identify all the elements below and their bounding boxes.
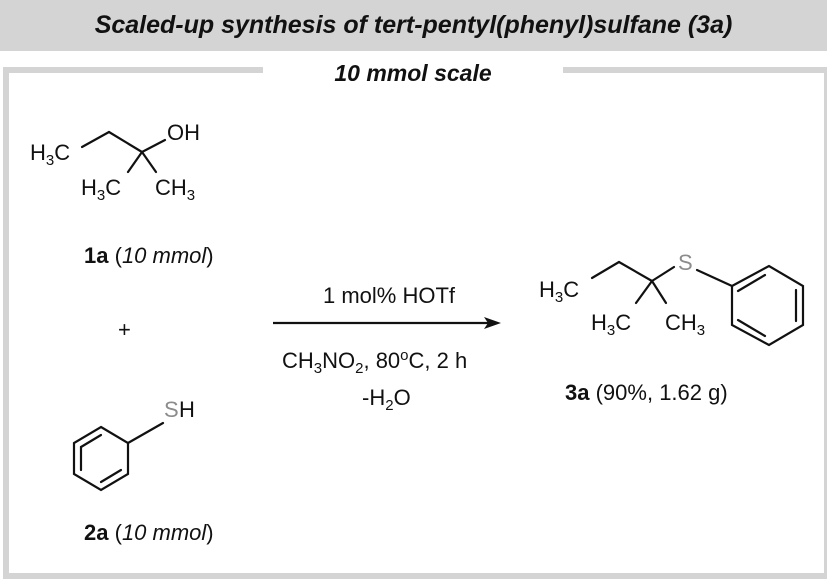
bond	[79, 433, 103, 449]
bond	[650, 265, 676, 283]
byproduct-label: -H2O	[362, 385, 411, 414]
arrow-head	[484, 317, 501, 329]
bond	[695, 268, 734, 288]
solvent-temp-time-label: CH3NO2, 80oC, 2 h	[282, 347, 467, 377]
bond	[617, 260, 654, 283]
compound-3a-label: 3a (90%, 1.62 g)	[565, 380, 728, 405]
benzene-ring	[730, 264, 805, 347]
bond	[650, 279, 668, 305]
methyl-label-h3c: H3C	[539, 277, 579, 306]
compound-2a-label: 2a (10 mmol)	[84, 520, 214, 545]
methyl-label-ch3: CH3	[155, 175, 195, 204]
methyl-label-h3c: H3C	[30, 140, 70, 169]
bond	[140, 138, 167, 154]
sulfur-label: S	[164, 397, 179, 422]
bond	[736, 318, 767, 338]
bond	[80, 130, 111, 149]
hydroxyl-label: OH	[167, 120, 200, 145]
reactant-1a-structure: OH H3C H3C CH3	[30, 120, 200, 204]
methyl-label-h3c-2: H3C	[81, 175, 121, 204]
catalyst-label: 1 mol% HOTf	[323, 283, 456, 308]
reactant-2a-structure: S H	[72, 397, 195, 492]
sulfur-label: S	[678, 250, 693, 275]
methyl-label-h3c-2: H3C	[591, 310, 631, 339]
bond	[126, 421, 165, 445]
bond	[107, 130, 144, 154]
compound-1a-label: 1a (10 mmol)	[84, 243, 214, 268]
product-3a-structure: S H3C H3C CH3	[539, 250, 805, 347]
bond	[590, 260, 621, 280]
title-bar: Scaled-up synthesis of tert-pentyl(pheny…	[0, 0, 827, 51]
hydrogen-label: H	[179, 397, 195, 422]
reaction-arrow	[273, 317, 501, 329]
bond	[634, 279, 654, 305]
scheme-subtitle: 10 mmol scale	[263, 58, 563, 88]
methyl-label-ch3: CH3	[665, 310, 705, 339]
bond	[736, 273, 767, 293]
bond	[140, 150, 158, 174]
scheme-title: Scaled-up synthesis of tert-pentyl(pheny…	[94, 11, 733, 39]
bond	[99, 468, 123, 484]
bond	[126, 150, 144, 174]
plus-sign: +	[118, 317, 131, 342]
